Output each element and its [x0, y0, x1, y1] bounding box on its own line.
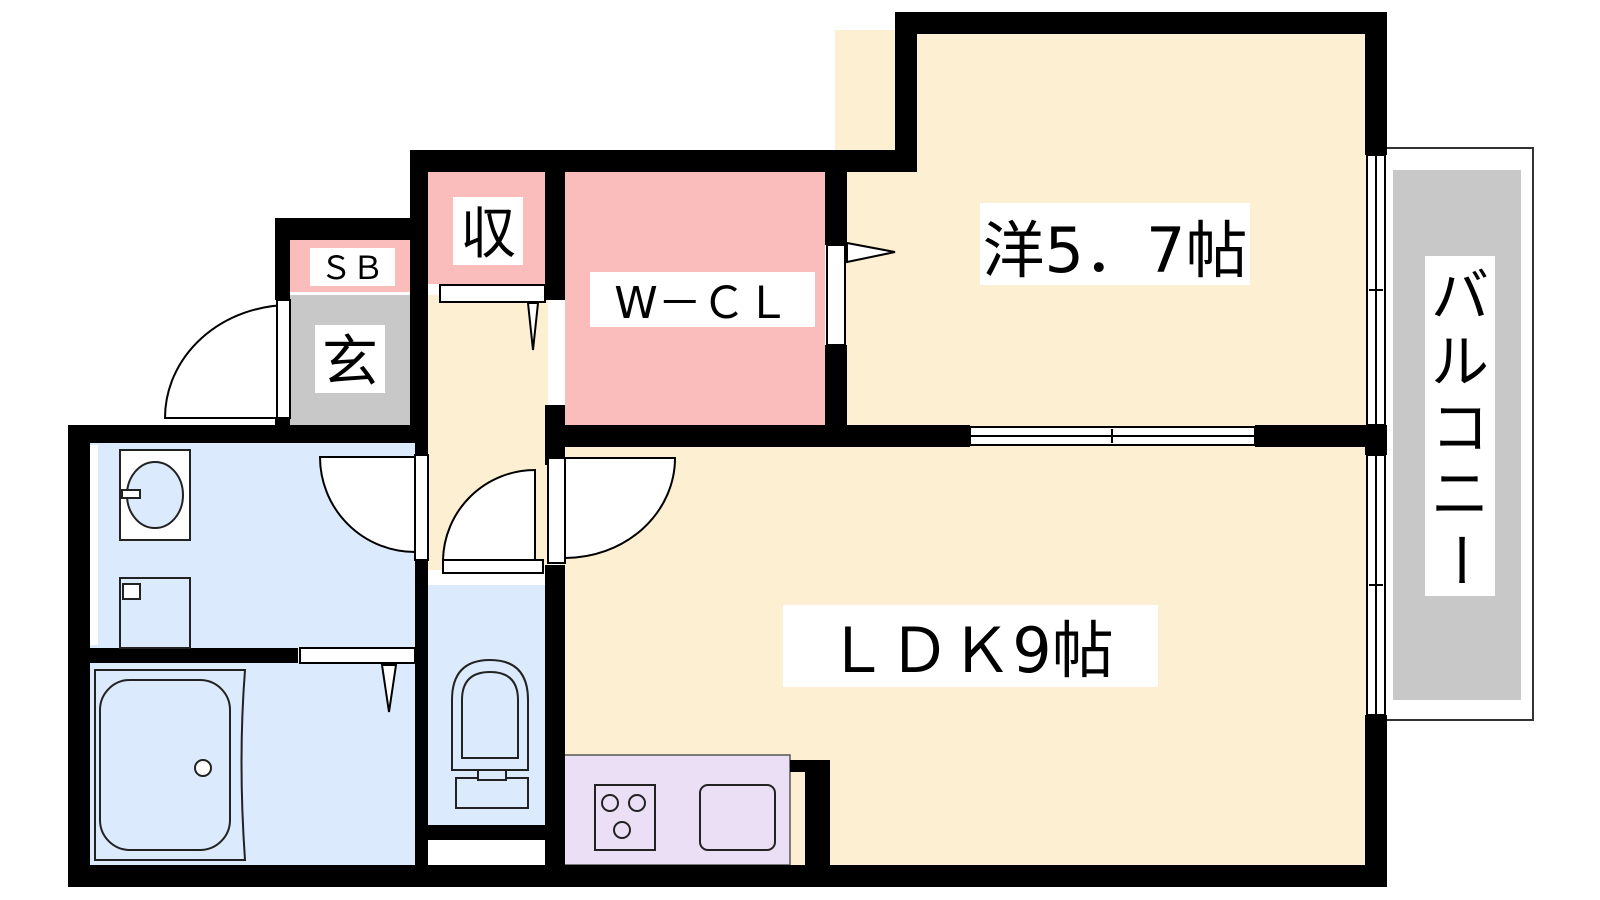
- wall: [545, 565, 565, 887]
- stove: [594, 784, 656, 851]
- wall: [68, 425, 428, 443]
- western-room-label: 洋5．7帖: [983, 214, 1248, 287]
- wall: [68, 648, 298, 663]
- wall: [1365, 425, 1387, 455]
- washer-pan: [119, 577, 191, 649]
- wall: [825, 150, 847, 245]
- wall: [1365, 715, 1387, 885]
- ldk-door-swing: [564, 457, 677, 560]
- balcony-label-char: ニ: [1431, 460, 1489, 528]
- entrance-door-jamb: [276, 299, 291, 419]
- kitchen-sink: [699, 784, 776, 851]
- wall: [275, 415, 290, 435]
- wall: [410, 150, 428, 430]
- ldk-door-jamb: [547, 457, 566, 564]
- ldk-label: ＬＤＫ9帖: [826, 614, 1113, 687]
- wall: [895, 12, 1387, 34]
- windows: [969, 154, 1386, 716]
- wall: [825, 345, 847, 440]
- storage-label: 収: [460, 202, 516, 267]
- balcony-label-char: ー: [1426, 531, 1494, 589]
- wall: [68, 865, 1387, 887]
- wall: [1255, 425, 1387, 447]
- wall: [415, 560, 428, 887]
- toilet-door-swing: [441, 468, 536, 561]
- wall: [410, 150, 917, 172]
- room-labels: 洋5．7帖 ＬＤＫ9帖 W－ＣＬ 収 ＳＢ 玄 バ ル コ ニ ー: [310, 197, 1495, 687]
- toilet-door-jamb: [442, 559, 544, 574]
- washroom-door-jamb: [414, 454, 429, 561]
- shoe-box-label: ＳＢ: [320, 249, 384, 287]
- wall: [275, 218, 428, 240]
- wall: [82, 455, 88, 630]
- balcony-label-char: ル: [1431, 328, 1489, 396]
- wall: [895, 12, 917, 170]
- fixtures: [94, 449, 776, 861]
- wall: [805, 760, 830, 887]
- wcl-door: [826, 244, 846, 346]
- toilet-tank: [455, 777, 529, 809]
- washroom-door-swing: [318, 456, 416, 554]
- wall: [545, 405, 565, 465]
- walls: [68, 12, 1387, 887]
- bathroom-door: [299, 647, 416, 664]
- wall: [545, 150, 565, 300]
- bathtub-basin: [99, 679, 231, 851]
- wall: [790, 760, 830, 772]
- entrance-door-swing: [163, 303, 291, 419]
- wall: [1365, 12, 1387, 155]
- storage-door: [439, 284, 546, 303]
- wall: [415, 425, 428, 455]
- walk-in-closet-label: W－ＣＬ: [614, 278, 790, 329]
- entrance-label: 玄: [322, 330, 378, 395]
- wall: [90, 445, 98, 645]
- balcony-label-char: バ: [1431, 262, 1489, 330]
- wall: [545, 425, 970, 447]
- balcony-label-char: コ: [1431, 394, 1489, 462]
- wall: [428, 825, 548, 840]
- doors: [163, 241, 896, 713]
- wall: [275, 218, 290, 300]
